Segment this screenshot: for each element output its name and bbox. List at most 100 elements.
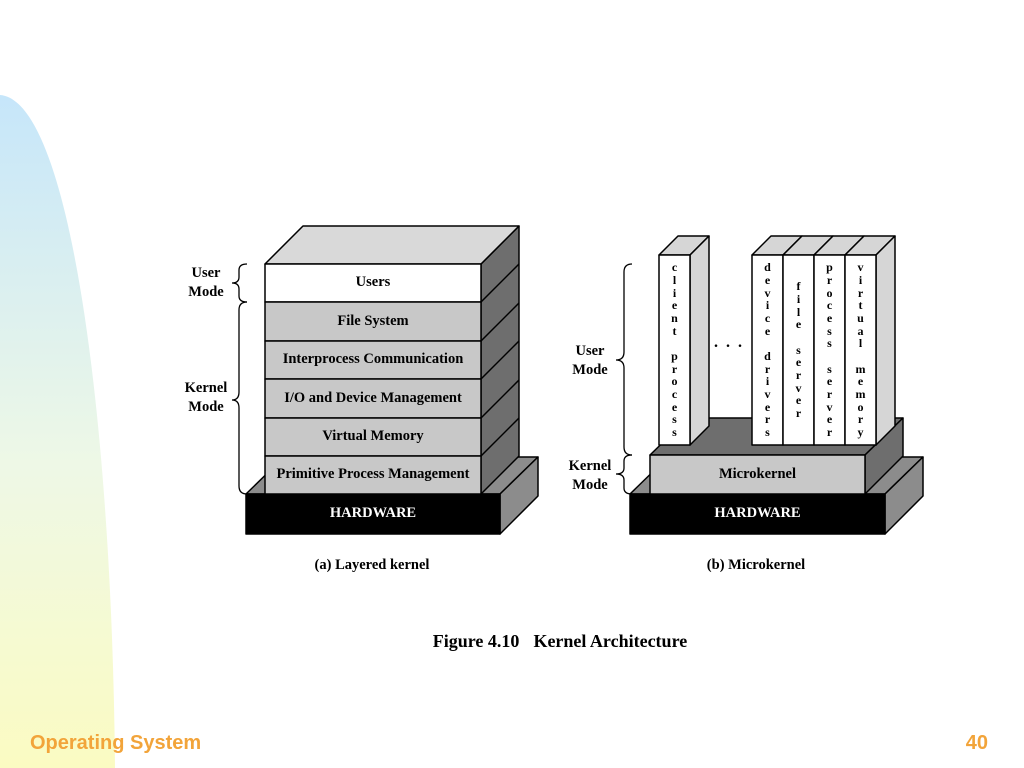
- layer-file-system-box: [264, 301, 482, 342]
- vertical-letter: i: [672, 285, 677, 300]
- vertical-letter: o: [857, 399, 864, 414]
- layered-kernel-mode-label: Kernel Mode: [184, 380, 228, 415]
- microkernel-caption: (b) Microkernel: [706, 557, 806, 574]
- vertical-letter: a: [857, 323, 864, 338]
- vertical-letter: i: [796, 291, 801, 306]
- layer-users-label: Users: [355, 274, 391, 291]
- vertical-letter: i: [765, 298, 770, 313]
- side-face-layer-edge: [480, 379, 520, 419]
- vertical-letter: n: [671, 310, 678, 325]
- vertical-letter: l: [672, 272, 677, 287]
- vertical-letter: d: [764, 349, 771, 363]
- vertical-letter: t: [858, 298, 863, 313]
- vertical-letter: c: [671, 387, 678, 402]
- vertical-letter: l: [796, 304, 801, 319]
- virtual-memory-side-face: [875, 235, 896, 446]
- vertical-letter: v: [764, 387, 771, 402]
- layered-mode-braces: [231, 263, 248, 495]
- layer-primitive-process-label: Primitive Process Management: [276, 466, 470, 483]
- micro-hardware-block: [629, 493, 886, 535]
- layer-virtual-memory-label: Virtual Memory: [322, 428, 424, 445]
- vertical-letter: y: [857, 425, 864, 440]
- vertical-letter: c: [671, 260, 678, 275]
- micro-kernel-mode-label: Kernel Mode: [568, 458, 612, 493]
- microkernel-box: [649, 454, 866, 495]
- figure-caption: Figure 4.10 Kernel Architecture: [330, 629, 790, 653]
- layered-hardware-label: HARDWARE: [329, 505, 417, 522]
- client-process-side-face: [689, 235, 710, 446]
- vertical-letter: p: [671, 349, 678, 363]
- layered-hardware-block: [245, 493, 501, 535]
- vertical-letter: r: [764, 412, 771, 427]
- vertical-letter: i: [858, 272, 863, 287]
- vertical-letter: p: [826, 260, 833, 275]
- vertical-letter: e: [764, 272, 771, 287]
- user-mode-brace: [231, 263, 248, 303]
- vertical-letter: c: [826, 298, 833, 313]
- vertical-letter: f: [796, 279, 801, 294]
- vertical-letter: e: [671, 298, 678, 313]
- vertical-letter: v: [764, 285, 771, 300]
- side-face-layer-edge: [480, 263, 520, 303]
- vertical-letter: i: [765, 374, 770, 389]
- layer-ipc-label: Interprocess Communication: [282, 351, 464, 368]
- vertical-letter: l: [858, 336, 863, 351]
- vertical-letter: r: [857, 285, 864, 300]
- vertical-letter: m: [855, 387, 866, 402]
- vertical-letter: o: [671, 374, 678, 389]
- vertical-letter: r: [671, 361, 678, 376]
- layered-kernel-diagram: [245, 225, 539, 535]
- background-gradient-swoosh: [0, 95, 115, 768]
- vertical-letter: m: [855, 361, 866, 376]
- vertical-letter: e: [795, 355, 802, 370]
- layer-file-system-label: File System: [337, 312, 409, 329]
- vertical-letter: d: [764, 260, 771, 275]
- side-face-layer-edge: [480, 302, 520, 342]
- microkernel-mode-braces: [615, 263, 633, 495]
- layered-user-mode-label: User Mode: [188, 265, 224, 300]
- more-processes-ellipsis: . . .: [714, 334, 744, 352]
- micro-hardware-label: HARDWARE: [714, 505, 801, 522]
- vertical-letter: r: [795, 368, 802, 383]
- vertical-letter: v: [795, 380, 802, 395]
- vertical-letter: v: [826, 399, 833, 414]
- footer-title: Operating System: [30, 732, 202, 754]
- vertical-letter: c: [764, 310, 771, 325]
- vertical-letter: e: [671, 399, 678, 414]
- vertical-letter: o: [826, 285, 833, 300]
- page-number: 40: [965, 732, 988, 754]
- vertical-letter: s: [796, 342, 801, 357]
- vertical-letter: s: [827, 361, 832, 376]
- process-server-box: [813, 254, 846, 446]
- vertical-letter: s: [672, 412, 677, 427]
- vertical-letter: s: [672, 425, 677, 440]
- file-server-box: [782, 254, 815, 446]
- layered-kernel-caption: (a) Layered kernel: [314, 557, 430, 574]
- vertical-letter: e: [795, 393, 802, 408]
- vertical-letter: r: [795, 406, 802, 421]
- kernel-mode-brace: [231, 301, 248, 495]
- vertical-letter: r: [764, 361, 771, 376]
- layer-virtual-memory-box: [264, 417, 482, 457]
- vertical-letter: u: [857, 310, 864, 325]
- vertical-letter: e: [795, 317, 802, 332]
- side-face-layer-edge: [480, 417, 520, 457]
- client-process-box: [658, 254, 691, 446]
- layered-stack-top-face: [264, 225, 520, 265]
- virtual-memory-box: [844, 254, 877, 446]
- user-mode-brace: [615, 263, 633, 456]
- figure-title: Kernel Architecture: [533, 630, 688, 651]
- vertical-letter: e: [826, 310, 833, 325]
- vertical-letter: e: [764, 323, 771, 338]
- figure-number: Figure 4.10: [432, 630, 520, 651]
- layer-io-device-label: I/O and Device Management: [284, 389, 462, 406]
- vertical-letter: r: [826, 387, 833, 402]
- vertical-letter: r: [826, 425, 833, 440]
- layer-primitive-process-box: [264, 455, 482, 495]
